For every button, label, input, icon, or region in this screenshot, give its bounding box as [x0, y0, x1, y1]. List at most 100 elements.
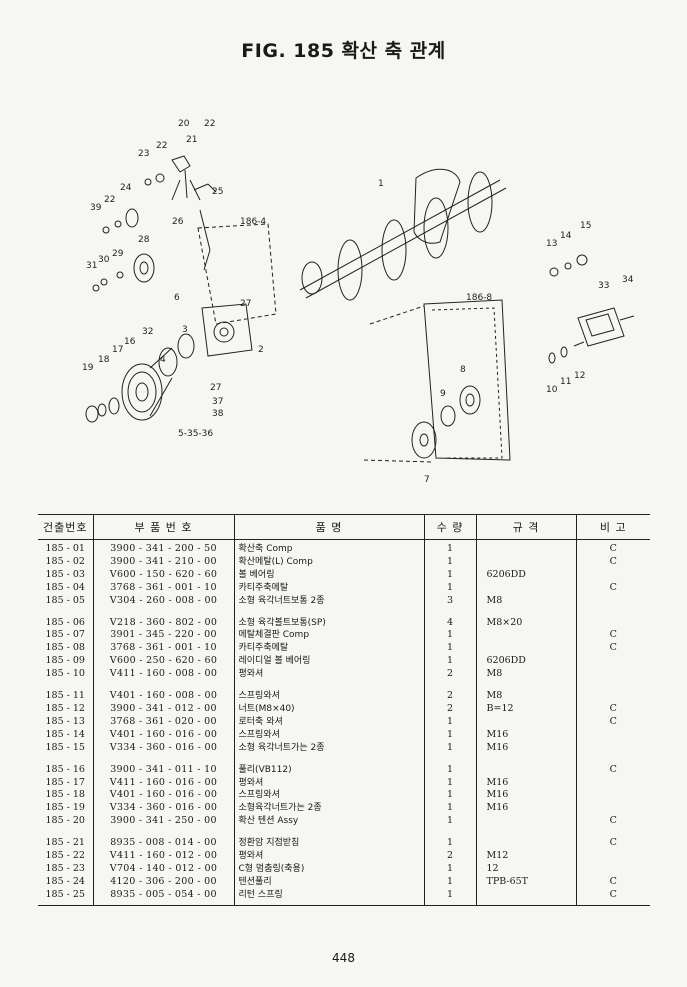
- header-remarks: 비 고: [576, 514, 650, 540]
- cell-rem: [576, 569, 650, 582]
- cell-pn: V401 - 160 - 016 - 00: [93, 728, 235, 742]
- cell-name: 확산메탈(L) Comp: [234, 555, 425, 569]
- cell-no: 185 - 09: [38, 655, 94, 669]
- cell-no: 185 - 16: [38, 763, 94, 777]
- cell-no: 185 - 05: [38, 594, 94, 608]
- cell-name: 평와셔: [234, 850, 425, 863]
- spacer-cell: [476, 607, 577, 617]
- cell-rem: C: [609, 581, 617, 593]
- cell-spec: M8: [476, 690, 577, 703]
- cell-spec: [476, 555, 577, 569]
- cell-name: 풀리(VB112): [234, 763, 425, 777]
- cell-rem: C: [609, 815, 617, 827]
- spacer-cell: [93, 681, 235, 691]
- cell-no: 185 - 18: [38, 789, 94, 803]
- cell-rem: C: [576, 888, 650, 906]
- cell-qty: 2: [424, 668, 477, 682]
- cell-name: C형 멈춤링(축용): [234, 862, 425, 876]
- cell-pn: V334 - 360 - 016 - 00: [93, 802, 235, 816]
- cell-rem: [576, 617, 650, 630]
- cell-rem: [576, 729, 650, 742]
- svg-text:23: 23: [138, 149, 149, 159]
- svg-text:15: 15: [580, 221, 591, 231]
- svg-text:12: 12: [574, 371, 585, 381]
- svg-text:20: 20: [178, 119, 190, 129]
- cell-spec: B=12: [476, 702, 577, 716]
- svg-text:21: 21: [186, 135, 197, 145]
- svg-text:27: 27: [210, 383, 221, 393]
- svg-text:22: 22: [204, 119, 215, 129]
- svg-text:34: 34: [622, 275, 634, 285]
- cell-spec: TPB-65T: [476, 875, 577, 889]
- cell-pn: 8935 - 008 - 014 - 00: [93, 837, 235, 851]
- page-number: 448: [332, 951, 355, 965]
- cell-name: 소형 육각너트가는 2종: [234, 741, 425, 755]
- cell-pn: 3900 - 341 - 200 - 50: [93, 539, 235, 556]
- spacer-cell: [38, 754, 94, 764]
- cell-name: 소형 육각너트보통 2종: [234, 594, 425, 608]
- cell-rem: [576, 690, 650, 703]
- cell-no: 185 - 23: [38, 862, 94, 876]
- svg-text:31: 31: [86, 261, 97, 271]
- spacer-cell: [234, 681, 425, 691]
- svg-text:32: 32: [142, 327, 153, 337]
- cell-spec: M16: [476, 741, 577, 755]
- cell-no: 185 - 11: [38, 690, 94, 703]
- svg-text:24: 24: [120, 183, 132, 193]
- cell-spec: [476, 642, 577, 656]
- svg-text:29: 29: [112, 249, 124, 259]
- cell-spec: 12: [476, 862, 577, 876]
- cell-no: 185 - 14: [38, 728, 94, 742]
- header-part-no: 부 품 번 호: [93, 514, 235, 540]
- cell-rem: [576, 777, 650, 790]
- cell-pn: 3901 - 345 - 220 - 00: [93, 629, 235, 643]
- svg-text:186-8: 186-8: [466, 293, 492, 303]
- cell-qty: 1: [424, 715, 477, 729]
- cell-spec: [476, 815, 577, 829]
- cell-rem: [576, 850, 650, 863]
- cell-rem: [576, 655, 650, 668]
- cell-pn: V704 - 140 - 012 - 00: [93, 862, 235, 876]
- group-spacer: [38, 754, 650, 764]
- svg-text:13: 13: [546, 239, 557, 249]
- cell-pn: 3768 - 361 - 001 - 10: [93, 581, 235, 595]
- cell-qty: 4: [424, 616, 477, 630]
- spacer-cell: [476, 681, 577, 691]
- svg-text:8: 8: [460, 365, 466, 375]
- spacer-cell: [576, 828, 650, 837]
- cell-no: 185 - 17: [38, 776, 94, 790]
- cell-pn: V600 - 150 - 620 - 60: [93, 568, 235, 582]
- cell-pn: V411 - 160 - 012 - 00: [93, 850, 235, 863]
- cell-qty: 1: [424, 539, 477, 556]
- spacer-cell: [576, 755, 650, 764]
- cell-spec: [476, 715, 577, 729]
- cell-rem: [576, 595, 650, 608]
- cell-rem: C: [609, 875, 617, 887]
- cell-pn: V411 - 160 - 016 - 00: [93, 776, 235, 790]
- cell-rem: C: [609, 642, 617, 654]
- cell-name: 확산 텐션 Assy: [234, 815, 425, 829]
- cell-rem: C: [609, 555, 617, 567]
- svg-text:37: 37: [212, 397, 223, 407]
- cell-pn: V334 - 360 - 016 - 00: [93, 741, 235, 755]
- cell-name: 소형육각너트가는 2종: [234, 802, 425, 816]
- svg-text:19: 19: [82, 363, 94, 373]
- svg-text:7: 7: [424, 475, 430, 485]
- spacer-cell: [234, 828, 425, 838]
- spacer-cell: [476, 754, 577, 764]
- cell-no: 185 - 22: [38, 850, 94, 863]
